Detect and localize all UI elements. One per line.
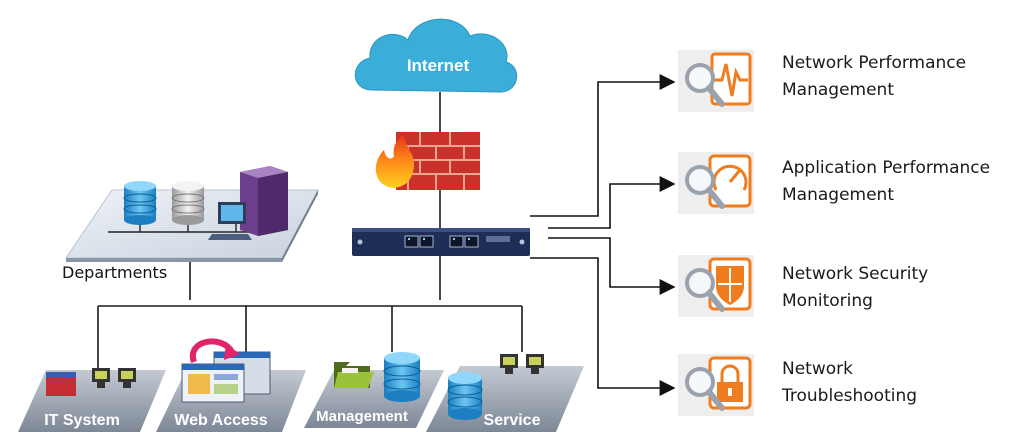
speed-gauge-magnifier-icon bbox=[678, 152, 754, 214]
monitor-label-line2: Monitoring bbox=[782, 291, 873, 311]
flame-icon bbox=[375, 134, 414, 188]
platform-it-system: IT System bbox=[18, 368, 166, 432]
browser-windows-icon bbox=[181, 351, 271, 403]
monitor-label-line1: Network Performance bbox=[782, 53, 967, 73]
workstation-icon bbox=[208, 202, 252, 240]
connection-lines bbox=[97, 92, 523, 368]
folder-icon bbox=[334, 362, 374, 388]
database-icon bbox=[123, 181, 157, 225]
pulse-chart-magnifier-icon bbox=[678, 50, 754, 112]
monitor-label-network-performance: Network Performance Management bbox=[782, 50, 966, 104]
shield-magnifier-icon bbox=[678, 255, 754, 317]
monitor-label-line1: Network Security bbox=[782, 264, 929, 284]
monitor-label-network-security: Network Security Monitoring bbox=[782, 261, 928, 315]
monitor-label-line2: Troubleshooting bbox=[782, 386, 918, 406]
platform-management: Management bbox=[304, 352, 444, 428]
database-icon bbox=[383, 352, 421, 402]
platform-label-web-access: Web Access bbox=[174, 412, 267, 429]
monitor-label-network-troubleshooting: Network Troubleshooting bbox=[782, 356, 917, 410]
network-tap-appliance-icon bbox=[352, 228, 530, 256]
internet-label: Internet bbox=[407, 56, 470, 75]
monitor-label-line2: Management bbox=[782, 185, 894, 205]
platform-label-it-system: IT System bbox=[44, 412, 120, 429]
internet-cloud: Internet bbox=[354, 18, 517, 93]
monitor-label-application-performance: Application Performance Management bbox=[782, 155, 990, 209]
monitor-label-line1: Network bbox=[782, 359, 853, 379]
monitor-label-line2: Management bbox=[782, 80, 894, 100]
server-tower-icon bbox=[240, 166, 288, 236]
tap-lines bbox=[530, 74, 676, 396]
lock-magnifier-icon bbox=[678, 354, 754, 416]
monitor-label-line1: Application Performance bbox=[782, 158, 991, 178]
platform-web-access: Web Access bbox=[156, 338, 306, 432]
platform-label-service: Service bbox=[484, 412, 541, 429]
departments-label: Departments bbox=[62, 263, 168, 282]
database-icon bbox=[447, 372, 483, 420]
departments-platform bbox=[65, 166, 319, 262]
platform-label-management: Management bbox=[316, 408, 408, 425]
firewall-icon bbox=[375, 132, 480, 190]
storage-icon bbox=[171, 181, 205, 225]
platform-service: Service bbox=[426, 354, 584, 432]
